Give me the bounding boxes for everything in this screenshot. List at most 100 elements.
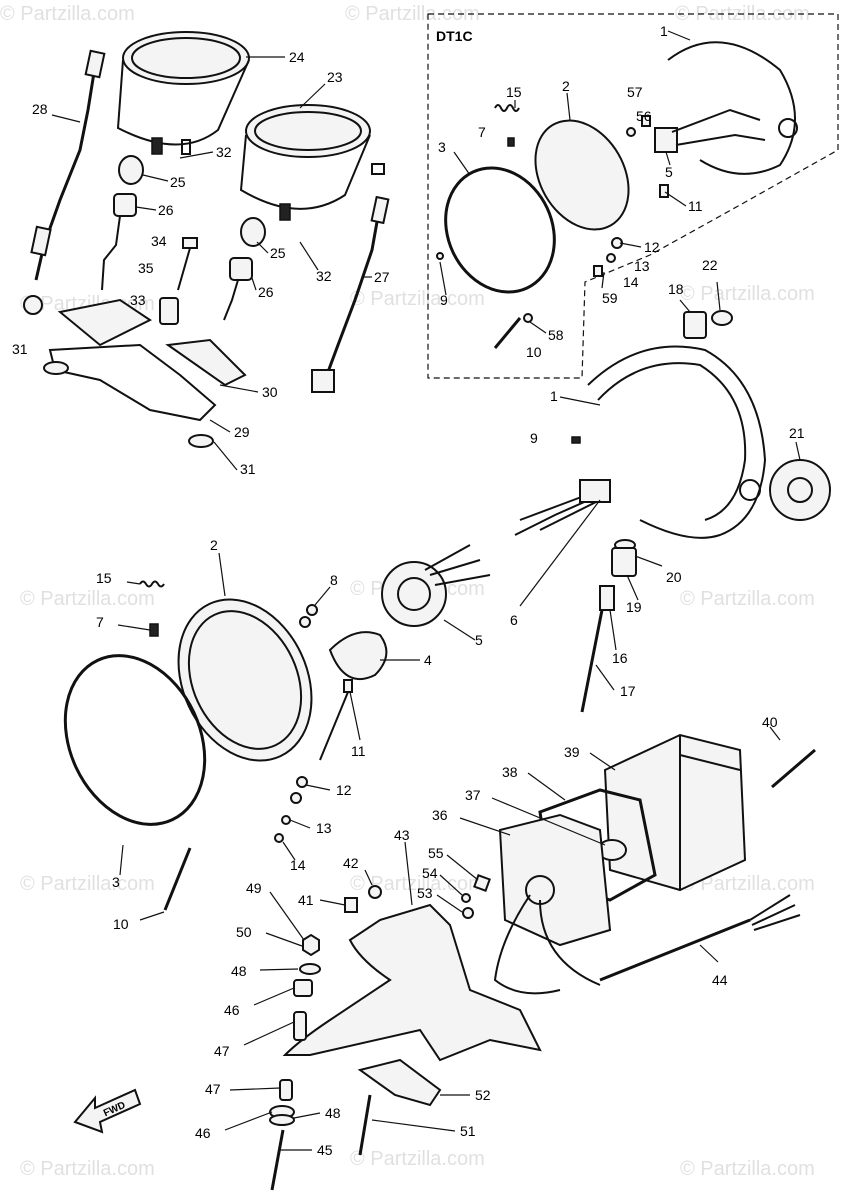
damper-46a <box>293 979 313 997</box>
callout-label: 2 <box>562 78 570 94</box>
callout-label: 35 <box>138 260 154 276</box>
callout-label: 33 <box>130 292 146 308</box>
callout-label: 25 <box>170 174 186 190</box>
plate-52 <box>357 1058 442 1107</box>
screw-7b <box>149 623 159 637</box>
leader-6 <box>519 499 601 607</box>
leader-lines <box>51 30 801 1151</box>
leader-23 <box>299 83 326 109</box>
callout-label: 56 <box>636 108 652 124</box>
nut-55 <box>473 874 491 892</box>
callout-label: 23 <box>327 69 343 85</box>
cable-27 <box>323 204 382 381</box>
nut-31c <box>23 295 43 315</box>
callout-label: 13 <box>316 820 332 836</box>
leader-55 <box>446 854 479 881</box>
washer-53 <box>462 907 474 919</box>
harness-44-wires-a <box>493 894 601 995</box>
clip-56 <box>641 115 651 127</box>
callout-label: 49 <box>246 880 262 896</box>
leader-11b <box>349 691 361 741</box>
leader-25b <box>256 241 269 254</box>
lens-2b <box>177 598 313 762</box>
leader-3b <box>119 844 124 876</box>
leader-46b <box>224 1111 273 1131</box>
callout-label: 11 <box>688 198 703 214</box>
leader-39 <box>589 752 616 771</box>
callout-label: 16 <box>612 650 628 666</box>
leader-29 <box>209 419 231 433</box>
washer-31b <box>188 434 214 448</box>
leader-12b <box>305 784 331 791</box>
leader-1a <box>667 30 691 41</box>
leader-47a <box>243 1021 295 1046</box>
cable-28-end <box>84 49 106 79</box>
callout-label: 29 <box>234 424 250 440</box>
leader-2b <box>218 552 226 597</box>
callout-label: 12 <box>336 782 352 798</box>
washer-48a <box>299 963 321 975</box>
washer-13a <box>606 253 616 263</box>
callout-label: 59 <box>602 290 618 306</box>
callout-label: 46 <box>224 1002 240 1018</box>
callout-label: 43 <box>394 827 410 843</box>
screw-7a <box>507 137 515 147</box>
meter-24-face <box>131 37 241 79</box>
watermark: © Partzilla.com <box>350 873 485 895</box>
callout-label: 9 <box>440 292 448 308</box>
dt1c-inset: DT1C <box>427 13 839 379</box>
bulb-25b <box>240 217 266 247</box>
meter-23-bezel <box>245 104 371 158</box>
leader-19 <box>626 574 639 601</box>
callout-label: 32 <box>216 144 232 160</box>
callout-label: 19 <box>626 599 642 615</box>
screw-9a <box>436 252 444 260</box>
leader-47b <box>229 1087 281 1091</box>
nut-49 <box>302 933 320 957</box>
nut-12b <box>296 776 308 788</box>
plate-29 <box>48 343 217 422</box>
callout-label: 20 <box>666 569 682 585</box>
callout-label: 6 <box>510 612 518 628</box>
socket-5b <box>381 561 447 627</box>
screw-10b <box>163 847 192 911</box>
callout-label: 18 <box>668 281 684 297</box>
callout-label: 14 <box>290 857 306 873</box>
collar-47b <box>279 1079 293 1101</box>
watermark: © Partzilla.com <box>680 283 815 305</box>
callout-label: 1 <box>660 23 668 39</box>
callout-label: 26 <box>258 284 274 300</box>
callout-label: 1 <box>550 388 558 404</box>
leader-50 <box>265 932 303 947</box>
bulb-4 <box>328 631 388 680</box>
callout-label: 57 <box>627 84 643 100</box>
lens-39 <box>603 733 747 892</box>
leader-14b <box>282 841 296 861</box>
screw-11b-shaft <box>319 691 349 761</box>
watermark: © Partzilla.com <box>350 1148 485 1170</box>
callout-label: 39 <box>564 744 580 760</box>
part-59 <box>593 265 603 277</box>
harness-44-ends <box>749 894 801 931</box>
nut-58 <box>523 313 533 323</box>
socket-26a <box>113 193 137 217</box>
socket-26b-wire <box>223 279 239 321</box>
callout-label: 42 <box>343 855 359 871</box>
meter-23-knob <box>371 163 385 175</box>
leader-16 <box>609 609 617 651</box>
callout-label: 8 <box>330 572 338 588</box>
callout-label: 55 <box>428 845 444 861</box>
screw-11b <box>343 679 353 693</box>
callout-label: 21 <box>789 425 805 441</box>
callout-label: 36 <box>432 807 448 823</box>
nut-8a <box>306 604 318 616</box>
leader-10b <box>139 911 165 921</box>
bulb-25a <box>118 155 144 185</box>
bolt-34-shaft <box>177 247 191 291</box>
leader-37 <box>491 797 606 846</box>
leader-42 <box>364 869 373 886</box>
callout-label: 37 <box>465 787 481 803</box>
watermark: © Partzilla.com <box>0 3 135 25</box>
nut-42 <box>368 885 382 899</box>
callout-label: 10 <box>526 344 542 360</box>
